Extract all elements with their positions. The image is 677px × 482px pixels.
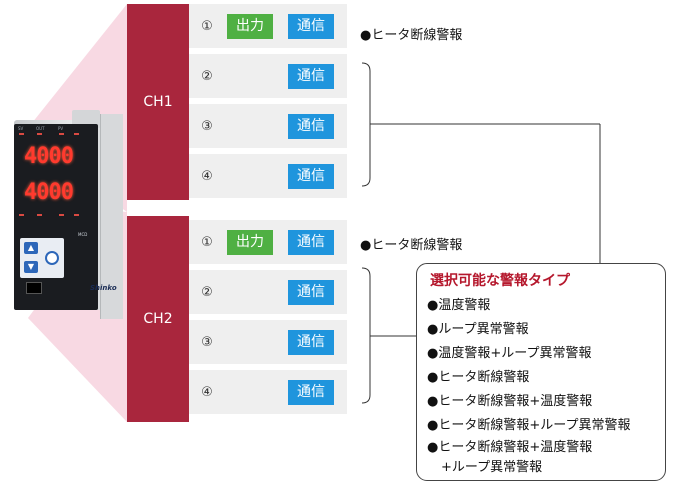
device-rail: [100, 114, 123, 319]
device-label-sv: SV: [18, 126, 24, 131]
usb-port: [26, 282, 42, 294]
comm-tag: 通信: [288, 64, 334, 89]
ch1-row-4: ④ 通信: [189, 154, 347, 198]
keypad: ▲ ▼: [20, 238, 64, 278]
down-key[interactable]: ▼: [24, 261, 38, 273]
ch2-heater-alarm-note: ●ヒータ断線警報: [360, 238, 463, 253]
led-indicator: [37, 133, 42, 135]
row-number: ④: [201, 384, 213, 400]
alarm-types-title: 選択可能な警報タイプ: [430, 273, 570, 289]
led-indicator: [59, 133, 64, 135]
alarm-types-box: 選択可能な警報タイプ ●温度警報 ●ループ異常警報 ●温度警報+ループ異常警報 …: [416, 263, 666, 481]
row-number: ②: [201, 284, 213, 300]
alarm-type-item: ●ループ異常警報: [427, 322, 529, 337]
alarm-type-item: ●ヒータ断線警報+温度警報: [427, 440, 593, 455]
ch1-row-3: ③ 通信: [189, 104, 347, 148]
ch1-row-2: ② 通信: [189, 54, 347, 98]
row-number: ②: [201, 68, 213, 84]
alarm-type-item: ●ヒータ断線警報+温度警報: [427, 394, 593, 409]
ch1-bracket: [361, 62, 371, 187]
ch1-heater-alarm-note: ●ヒータ断線警報: [360, 28, 463, 43]
comm-tag: 通信: [288, 330, 334, 355]
comm-tag: 通信: [288, 280, 334, 305]
output-tag: 出力: [227, 230, 273, 255]
led-indicator: [59, 214, 64, 216]
alarm-type-item: ●ヒータ断線警報: [427, 370, 530, 385]
channel-2-label: CH2: [127, 216, 189, 422]
comm-tag: 通信: [288, 230, 334, 255]
ch2-row-1: ① 出力 通信: [189, 220, 347, 264]
device-face: SV OUT PV 4000 4000 MCD: [14, 124, 98, 310]
channel-1-label: CH1: [127, 4, 189, 200]
ch1-row-1: ① 出力 通信: [189, 4, 347, 48]
comm-tag: 通信: [288, 164, 334, 189]
output-tag: 出力: [227, 14, 273, 39]
comm-tag: 通信: [288, 14, 334, 39]
device-model-label: MCD: [78, 232, 88, 237]
comm-tag: 通信: [288, 114, 334, 139]
led-indicator: [74, 133, 79, 135]
row-number: ③: [201, 334, 213, 350]
device-label-pv: PV: [58, 126, 64, 131]
device-tab: [72, 110, 100, 128]
row-number: ③: [201, 118, 213, 134]
device-label-out: OUT: [36, 126, 45, 131]
ch2-row-3: ③ 通信: [189, 320, 347, 364]
controller-device: SV OUT PV 4000 4000 MCD ▲ ▼ Shinko: [4, 110, 128, 325]
alarm-type-item: ●温度警報: [427, 298, 491, 313]
ch2-bracket: [361, 267, 371, 404]
display-bottom: 4000: [24, 180, 74, 205]
alarm-type-item: ●ヒータ断線警報+ループ異常警報: [427, 418, 631, 433]
row-number: ④: [201, 168, 213, 184]
led-indicator: [74, 214, 79, 216]
alarm-type-item: ●温度警報+ループ異常警報: [427, 346, 592, 361]
up-key[interactable]: ▲: [24, 242, 38, 254]
ch2-row-2: ② 通信: [189, 270, 347, 314]
display-top: 4000: [24, 144, 74, 169]
row-number: ①: [201, 18, 213, 34]
led-indicator: [19, 133, 24, 135]
alarm-type-item: +ループ異常警報: [441, 460, 543, 475]
ch2-row-4: ④ 通信: [189, 370, 347, 414]
brand-logo: Shinko: [90, 284, 117, 292]
led-indicator: [19, 214, 24, 216]
row-number: ①: [201, 234, 213, 250]
mode-key[interactable]: [45, 251, 59, 265]
comm-tag: 通信: [288, 380, 334, 405]
led-indicator: [37, 214, 42, 216]
